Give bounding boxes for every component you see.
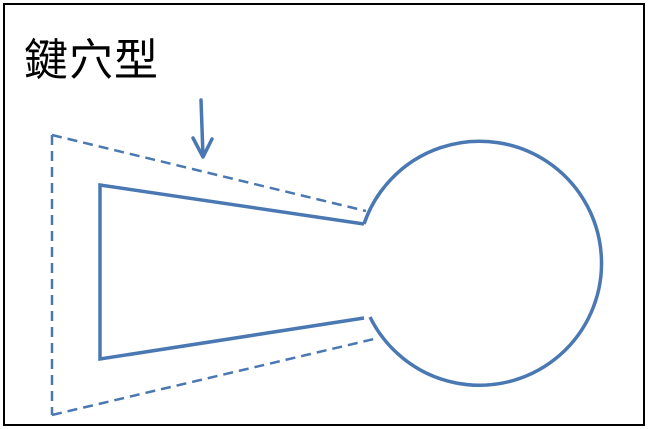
figure-title: 鍵穴型 bbox=[24, 35, 159, 86]
pointer-arrow bbox=[191, 98, 214, 159]
dashed-outline bbox=[50, 133, 375, 417]
arrow-shaft bbox=[199, 98, 205, 158]
keyhole-trapezoid bbox=[98, 182, 365, 362]
keyhole-circle bbox=[362, 139, 604, 387]
figure-frame bbox=[3, 3, 645, 426]
dashed-top-edge bbox=[51, 133, 367, 213]
dashed-bottom-edge bbox=[51, 337, 375, 417]
arrow-head bbox=[191, 136, 214, 159]
keyhole-shape bbox=[98, 139, 604, 387]
